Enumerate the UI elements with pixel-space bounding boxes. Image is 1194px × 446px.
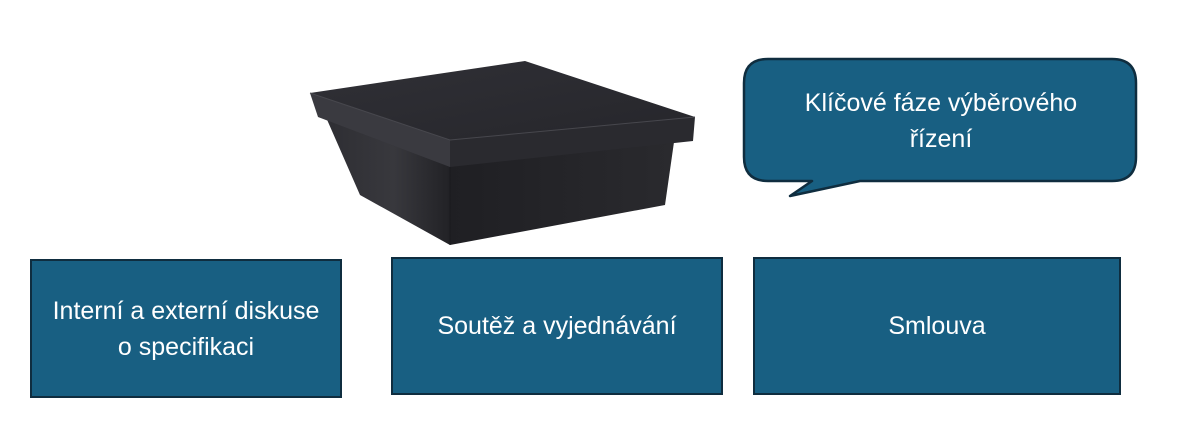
phase-box-contract: Smlouva bbox=[753, 257, 1121, 395]
closed-box-icon bbox=[309, 61, 696, 245]
speech-bubble bbox=[742, 57, 1138, 198]
phase-box-specification: Interní a externí diskuse o specifikaci bbox=[30, 259, 342, 398]
callout-text: Klíčové fáze výběrového řízení bbox=[804, 89, 1078, 153]
phase-box-competition: Soutěž a vyjednávání bbox=[391, 257, 723, 395]
